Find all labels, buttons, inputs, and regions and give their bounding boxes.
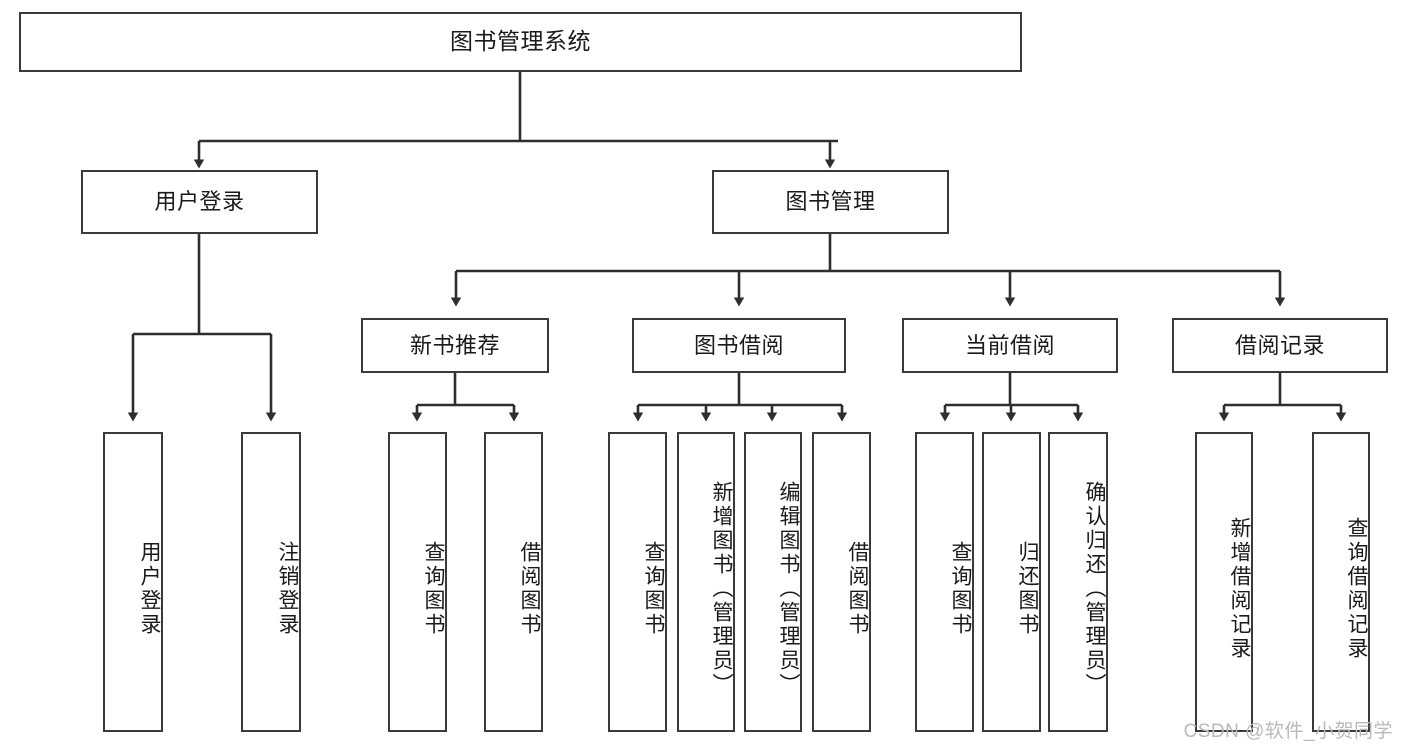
node-current-borrow-label: 当前借阅: [964, 332, 1055, 358]
node-leaf-user-login[interactable]: 用户登录: [103, 432, 163, 732]
node-user-login-label: 用户登录: [154, 189, 245, 215]
node-new-book-recommend[interactable]: 新书推荐: [361, 318, 549, 373]
node-book-borrow-label: 图书借阅: [693, 332, 784, 358]
node-leaf-borrow-book-1[interactable]: 借阅图书: [484, 432, 543, 732]
node-leaf-return-book[interactable]: 归还图书: [982, 432, 1041, 732]
node-leaf-add-record[interactable]: 新增借阅记录: [1195, 432, 1253, 732]
node-leaf-add-book-label: 新增图书（管理员）: [710, 481, 733, 697]
node-leaf-query-book-1-label: 查询图书: [422, 541, 445, 637]
node-leaf-add-book[interactable]: 新增图书（管理员）: [677, 432, 735, 732]
node-leaf-user-logout-label: 注销登录: [276, 541, 299, 637]
watermark-text: CSDN @软件_小贺同学: [1183, 721, 1393, 742]
node-leaf-confirm-return[interactable]: 确认归还（管理员）: [1048, 432, 1108, 732]
node-root[interactable]: 图书管理系统: [19, 12, 1022, 72]
node-leaf-borrow-book-2[interactable]: 借阅图书: [812, 432, 871, 732]
node-leaf-query-book-2[interactable]: 查询图书: [608, 432, 667, 732]
node-borrow-record-label: 借阅记录: [1234, 332, 1325, 358]
node-leaf-query-book-3-label: 查询图书: [949, 541, 972, 637]
node-borrow-record[interactable]: 借阅记录: [1172, 318, 1388, 373]
node-leaf-borrow-book-2-label: 借阅图书: [846, 541, 869, 637]
node-leaf-query-book-2-label: 查询图书: [642, 541, 665, 637]
node-new-book-recommend-label: 新书推荐: [409, 332, 500, 358]
node-book-manage[interactable]: 图书管理: [712, 170, 949, 234]
node-root-label: 图书管理系统: [450, 28, 591, 55]
node-leaf-edit-book-label: 编辑图书（管理员）: [777, 481, 800, 697]
node-book-manage-label: 图书管理: [785, 189, 876, 215]
node-current-borrow[interactable]: 当前借阅: [902, 318, 1118, 373]
node-leaf-query-record[interactable]: 查询借阅记录: [1312, 432, 1370, 732]
node-user-login[interactable]: 用户登录: [81, 170, 318, 234]
node-leaf-query-book-1[interactable]: 查询图书: [388, 432, 447, 732]
node-leaf-add-record-label: 新增借阅记录: [1228, 517, 1251, 661]
node-leaf-edit-book[interactable]: 编辑图书（管理员）: [744, 432, 802, 732]
node-leaf-query-record-label: 查询借阅记录: [1345, 517, 1368, 661]
node-book-borrow[interactable]: 图书借阅: [632, 318, 846, 373]
node-leaf-query-book-3[interactable]: 查询图书: [915, 432, 974, 732]
node-leaf-borrow-book-1-label: 借阅图书: [518, 541, 541, 637]
node-leaf-confirm-return-label: 确认归还（管理员）: [1083, 481, 1106, 697]
node-leaf-user-logout[interactable]: 注销登录: [241, 432, 301, 732]
node-leaf-user-login-label: 用户登录: [138, 541, 161, 637]
node-leaf-return-book-label: 归还图书: [1016, 541, 1039, 637]
